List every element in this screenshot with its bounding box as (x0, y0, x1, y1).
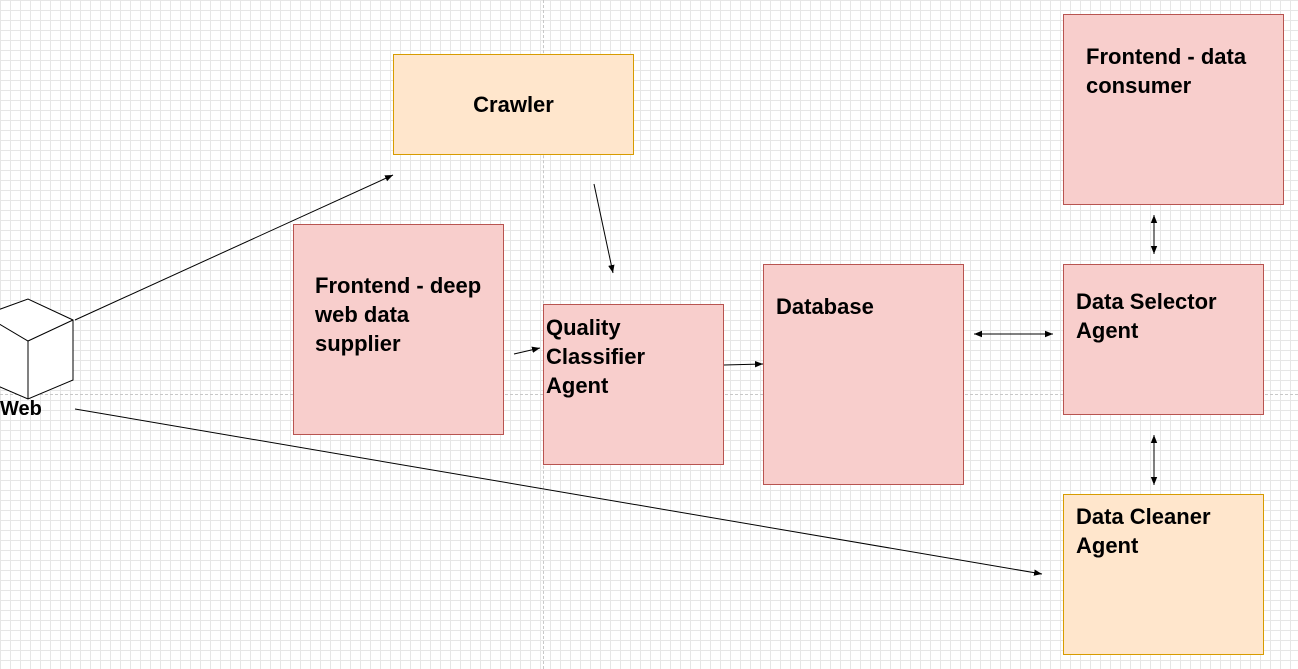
arrow-supplier-to-classifier[interactable] (513, 346, 541, 355)
web-cube-icon[interactable] (0, 298, 74, 400)
database-label: Database (776, 294, 874, 319)
data-cleaner-box[interactable]: Data Cleaner Agent (1063, 494, 1264, 655)
crawler-box[interactable]: Crawler (393, 54, 634, 155)
quality-classifier-label: Quality Classifier Agent (546, 315, 646, 398)
arrow-crawler-to-classifier[interactable] (593, 183, 615, 274)
arrow-web-to-crawler[interactable] (74, 174, 394, 321)
arrow-web-to-data-cleaner[interactable] (74, 408, 1043, 576)
arrow-classifier-to-database[interactable] (723, 361, 764, 368)
crawler-label: Crawler (473, 92, 554, 117)
frontend-supplier-box[interactable]: Frontend - deep web data supplier (293, 224, 504, 435)
frontend-consumer-box[interactable]: Frontend - data consumer (1063, 14, 1284, 205)
database-box[interactable]: Database (763, 264, 964, 485)
web-label: Web (0, 398, 42, 420)
frontend-supplier-label: Frontend - deep web data supplier (315, 273, 482, 356)
data-selector-label: Data Selector Agent (1076, 289, 1217, 343)
quality-classifier-box[interactable]: Quality Classifier Agent (543, 304, 724, 465)
data-cleaner-label: Data Cleaner Agent (1076, 504, 1211, 558)
data-selector-box[interactable]: Data Selector Agent (1063, 264, 1264, 415)
frontend-consumer-label: Frontend - data consumer (1086, 44, 1247, 98)
